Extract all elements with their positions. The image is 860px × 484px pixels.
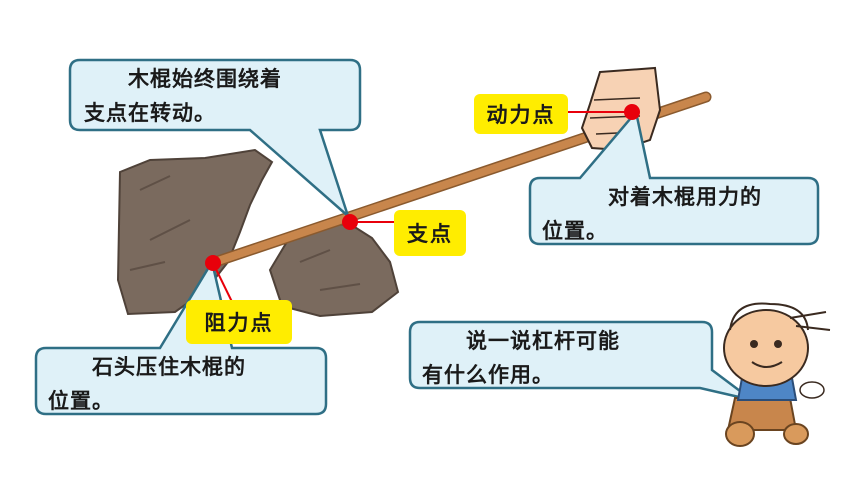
cartoon-boy-icon — [723, 302, 831, 447]
fulcrum-label: 支点 — [394, 210, 466, 256]
callout-fulcrum-note — [68, 58, 362, 220]
effort-point-label: 动力点 — [474, 94, 568, 134]
fulcrum-note-text: 木棍始终围绕着 支点在转动。 — [84, 67, 282, 125]
callout-effort-note — [528, 109, 820, 246]
effort-point-marker — [624, 104, 640, 120]
question-text: 说一说杠杆可能 有什么作用。 — [422, 329, 620, 387]
load-note-text: 石头压住木棍的 位置。 — [48, 355, 246, 413]
big-rock — [116, 148, 274, 316]
callout-question — [408, 320, 753, 402]
effort-note-text: 对着木棍用力的 位置。 — [542, 185, 762, 243]
callout-load-note — [34, 258, 328, 416]
load-point-label: 阻力点 — [186, 300, 292, 344]
load-point-marker — [205, 255, 221, 271]
fulcrum-marker — [342, 214, 358, 230]
